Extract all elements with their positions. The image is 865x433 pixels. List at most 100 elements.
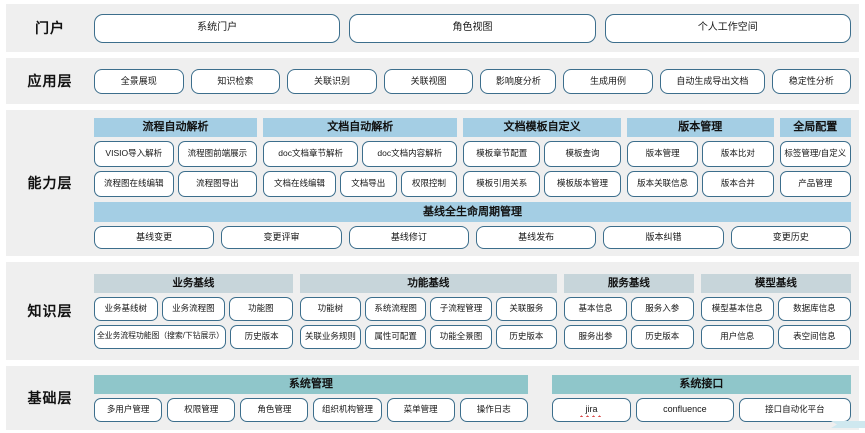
cap-item-template-query[interactable]: 模板查询 xyxy=(544,140,621,167)
cap-item-version-compare[interactable]: 版本比对 xyxy=(702,140,774,167)
kn-item-basic-info[interactable]: 基本信息 xyxy=(564,296,627,321)
fo-item-permission-mgmt[interactable]: 权限管理 xyxy=(167,397,236,422)
capability-group-grid: 流程自动解析 VISIO导入解析 流程图前端展示 流程图在线编辑 流程图导出 文… xyxy=(94,117,851,197)
layer-label-foundation: 基础层 xyxy=(27,390,73,406)
cap-item-template-chapter-config[interactable]: 模板章节配置 xyxy=(463,140,541,167)
lifecycle-item-baseline-revision[interactable]: 基线修订 xyxy=(348,225,469,249)
group-row: 产品管理 xyxy=(779,170,851,197)
kn-item-function-tree[interactable]: 功能树 xyxy=(299,296,362,321)
group-row: 用户信息 表空间信息 xyxy=(700,324,851,349)
group-title-model-baseline: 模型基线 xyxy=(700,273,851,293)
capability-group-global-config: 全局配置 标签管理/自定义 产品管理 xyxy=(779,117,851,197)
app-item-panorama[interactable]: 全景展现 xyxy=(94,68,184,94)
layer-body-portal: 系统门户 角色视图 个人工作空间 xyxy=(94,9,859,48)
group-title-system-interface: 系统接口 xyxy=(551,374,851,394)
group-row: VISIO导入解析 流程图前端展示 xyxy=(94,140,258,167)
cap-item-flow-frontend-display[interactable]: 流程图前端展示 xyxy=(177,140,258,167)
decorative-arrow-icon xyxy=(831,421,865,428)
knowledge-group-grid: 业务基线 业务基线树 业务流程图 功能图 全业务流程功能图（搜索/下钻展示） 历… xyxy=(94,273,851,349)
kn-item-function-panorama[interactable]: 功能全景图 xyxy=(430,324,492,349)
layer-band-application: 应用层 全景展现 知识检索 关联识别 关联视图 影响度分析 生成用例 自动生成导… xyxy=(6,58,859,104)
cap-item-version-merge[interactable]: 版本合并 xyxy=(702,170,774,197)
kn-item-tablespace-info[interactable]: 表空间信息 xyxy=(777,324,851,349)
cap-item-permission-control[interactable]: 权限控制 xyxy=(400,170,458,197)
portal-item-system[interactable]: 系统门户 xyxy=(94,13,341,43)
kn-item-related-service[interactable]: 关联服务 xyxy=(495,296,558,321)
app-item-stability-analysis[interactable]: 稳定性分析 xyxy=(771,68,851,94)
portal-button-row: 系统门户 角色视图 个人工作空间 xyxy=(94,13,851,43)
app-item-generate-case[interactable]: 生成用例 xyxy=(563,68,653,94)
fo-item-operation-log[interactable]: 操作日志 xyxy=(459,397,528,422)
cap-item-visio-import[interactable]: VISIO导入解析 xyxy=(94,140,174,167)
kn-item-full-business-flow-chart[interactable]: 全业务流程功能图（搜索/下钻展示） xyxy=(94,324,227,349)
fo-item-menu-mgmt[interactable]: 菜单管理 xyxy=(386,397,455,422)
layer-label-application: 应用层 xyxy=(27,73,73,89)
cap-item-doc-export[interactable]: 文档导出 xyxy=(339,170,397,197)
kn-item-business-flowchart[interactable]: 业务流程图 xyxy=(161,296,226,321)
cap-item-doc-chapter-parse[interactable]: doc文档章节解析 xyxy=(263,140,359,167)
fo-item-org-structure-mgmt[interactable]: 组织机构管理 xyxy=(313,397,382,422)
knowledge-group-function-baseline: 功能基线 功能树 系统流程图 子流程管理 关联服务 关联业务规则 属性可配置 功… xyxy=(299,273,558,349)
group-row: 基本信息 服务入参 xyxy=(564,296,694,321)
fo-item-confluence[interactable]: confluence xyxy=(636,397,734,422)
layer-label-capability: 能力层 xyxy=(27,175,73,191)
foundation-group-grid: 系统管理 多用户管理 权限管理 角色管理 组织机构管理 菜单管理 操作日志 系统… xyxy=(94,374,852,422)
fo-item-jira[interactable]: jira xyxy=(551,397,632,422)
fo-item-multi-user-mgmt[interactable]: 多用户管理 xyxy=(94,397,163,422)
capability-group-process-parse: 流程自动解析 VISIO导入解析 流程图前端展示 流程图在线编辑 流程图导出 xyxy=(94,117,258,197)
capability-group-doc-template: 文档模板自定义 模板章节配置 模板查询 模板引用关系 模板版本管理 xyxy=(463,117,621,197)
kn-item-system-flowchart[interactable]: 系统流程图 xyxy=(365,296,427,321)
lifecycle-item-change-history[interactable]: 变更历史 xyxy=(730,225,851,249)
fo-item-interface-automation-platform[interactable]: 接口自动化平台 xyxy=(738,397,852,422)
decorative-left-edge xyxy=(0,2,3,431)
group-row: jira confluence 接口自动化平台 xyxy=(551,397,852,422)
cap-item-tag-mgmt-custom[interactable]: 标签管理/自定义 xyxy=(779,140,851,167)
app-item-relation-recognition[interactable]: 关联识别 xyxy=(287,68,377,94)
layer-body-foundation: 系统管理 多用户管理 权限管理 角色管理 组织机构管理 菜单管理 操作日志 系统… xyxy=(94,370,859,427)
group-row: 版本关联信息 版本合并 xyxy=(626,170,774,197)
kn-item-model-basic-info[interactable]: 模型基本信息 xyxy=(700,296,774,321)
group-title-function-baseline: 功能基线 xyxy=(299,273,558,293)
cap-item-flow-online-edit[interactable]: 流程图在线编辑 xyxy=(94,170,174,197)
cap-item-flow-export[interactable]: 流程图导出 xyxy=(177,170,258,197)
group-row: 标签管理/自定义 xyxy=(779,140,851,167)
app-item-auto-export-doc[interactable]: 自动生成导出文档 xyxy=(659,68,765,94)
cap-item-version-manage[interactable]: 版本管理 xyxy=(626,140,699,167)
cap-item-template-reference[interactable]: 模板引用关系 xyxy=(463,170,541,197)
kn-item-business-baseline-tree[interactable]: 业务基线树 xyxy=(94,296,158,321)
cap-item-product-mgmt[interactable]: 产品管理 xyxy=(779,170,851,197)
cap-item-doc-online-edit[interactable]: 文档在线编辑 xyxy=(263,170,336,197)
capability-group-doc-parse: 文档自动解析 doc文档章节解析 doc文档内容解析 文档在线编辑 文档导出 权… xyxy=(263,117,458,197)
cap-item-version-relation-info[interactable]: 版本关联信息 xyxy=(626,170,699,197)
kn-item-database-info[interactable]: 数据库信息 xyxy=(777,296,851,321)
knowledge-group-business-baseline: 业务基线 业务基线树 业务流程图 功能图 全业务流程功能图（搜索/下钻展示） 历… xyxy=(94,273,293,349)
kn-item-attribute-configurable[interactable]: 属性可配置 xyxy=(365,324,427,349)
kn-item-function-chart[interactable]: 功能图 xyxy=(229,296,293,321)
cap-item-doc-content-parse[interactable]: doc文档内容解析 xyxy=(362,140,458,167)
kn-item-service-input-param[interactable]: 服务入参 xyxy=(630,296,694,321)
cap-item-template-version-mgmt[interactable]: 模板版本管理 xyxy=(544,170,621,197)
kn-item-history-version-business[interactable]: 历史版本 xyxy=(230,324,293,349)
layer-band-capability: 能力层 流程自动解析 VISIO导入解析 流程图前端展示 流程图在线编辑 流程图… xyxy=(6,110,859,256)
app-item-relation-view[interactable]: 关联视图 xyxy=(383,68,474,94)
group-row: 版本管理 版本比对 xyxy=(626,140,774,167)
lifecycle-item-baseline-change[interactable]: 基线变更 xyxy=(94,225,215,249)
app-item-knowledge-search[interactable]: 知识检索 xyxy=(190,68,281,94)
group-title-system-mgmt: 系统管理 xyxy=(94,374,528,394)
lifecycle-item-version-correction[interactable]: 版本纠错 xyxy=(603,225,724,249)
app-item-impact-analysis[interactable]: 影响度分析 xyxy=(480,68,557,94)
fo-item-role-mgmt[interactable]: 角色管理 xyxy=(240,397,309,422)
kn-item-history-version-service[interactable]: 历史版本 xyxy=(630,324,694,349)
kn-item-history-version-function[interactable]: 历史版本 xyxy=(495,324,558,349)
kn-item-user-info[interactable]: 用户信息 xyxy=(700,324,774,349)
lifecycle-item-baseline-release[interactable]: 基线发布 xyxy=(475,225,597,249)
kn-item-subprocess-mgmt[interactable]: 子流程管理 xyxy=(430,296,492,321)
portal-item-personal-workspace[interactable]: 个人工作空间 xyxy=(604,13,851,43)
kn-item-related-business-rule[interactable]: 关联业务规则 xyxy=(299,324,362,349)
group-title-process-parse: 流程自动解析 xyxy=(94,117,258,137)
lifecycle-item-change-review[interactable]: 变更评审 xyxy=(221,225,342,249)
portal-item-role-view[interactable]: 角色视图 xyxy=(349,13,596,43)
group-row: 业务基线树 业务流程图 功能图 xyxy=(94,296,293,321)
kn-item-service-output-param[interactable]: 服务出参 xyxy=(564,324,627,349)
group-row: 功能树 系统流程图 子流程管理 关联服务 xyxy=(299,296,558,321)
